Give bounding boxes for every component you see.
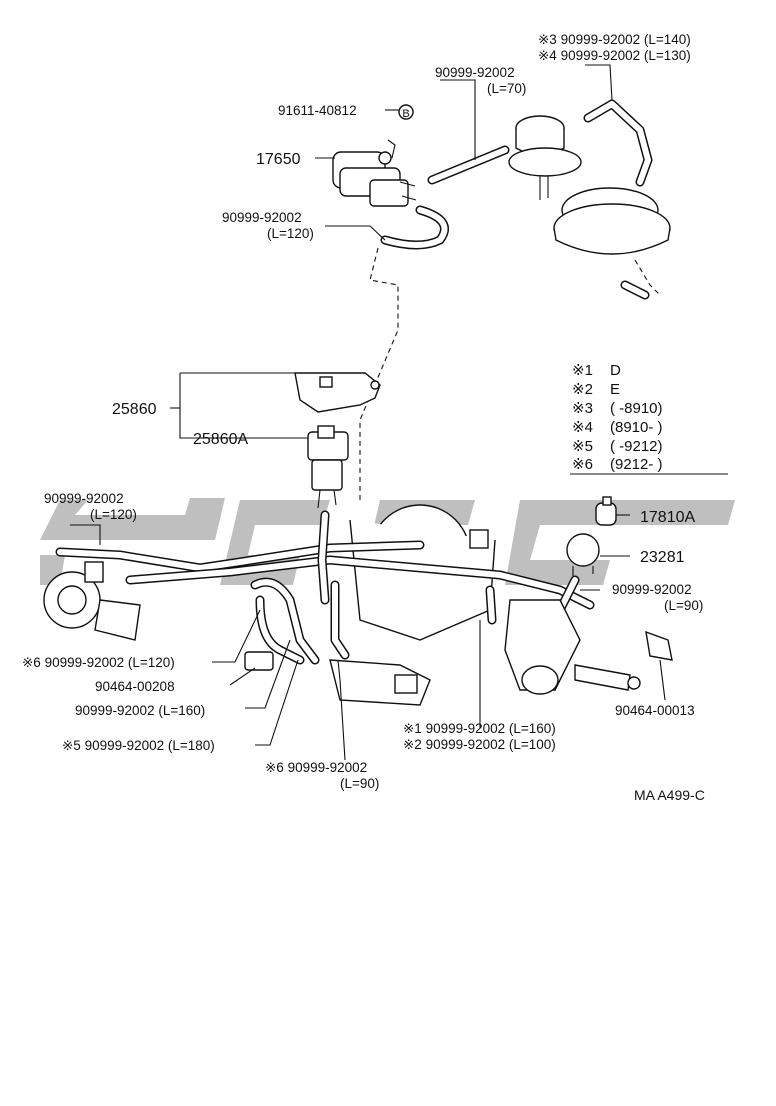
callout-letter: B	[402, 108, 409, 120]
note-mark-5: ※5	[572, 438, 593, 455]
note-mark-3: ※3	[572, 400, 593, 417]
leader-lines	[70, 64, 666, 761]
lower-engine-parts	[244, 599, 673, 706]
diagram-code: MA A499-C	[634, 787, 705, 803]
label-hose-120-top: 90999-92002	[222, 210, 302, 225]
upper-hoses	[380, 99, 653, 300]
vsv-25860A	[307, 425, 349, 509]
main-hose-run	[55, 510, 595, 665]
note-mark-4: ※4	[572, 419, 593, 436]
vacuum-actuators	[508, 115, 671, 296]
note-text-6: (9212- )	[610, 456, 663, 473]
label-hose-120-left: 90999-92002	[44, 491, 124, 506]
label-17810A: 17810A	[640, 509, 695, 526]
bracket-25860	[294, 372, 381, 413]
note-text-5: ( -9212)	[610, 438, 663, 455]
label-hose-180: ※5 90999-92002 (L=180)	[62, 738, 215, 753]
note-mark-2: ※2	[572, 381, 593, 398]
filter-23281	[566, 533, 600, 576]
note-mark-1: ※1	[572, 362, 593, 379]
label-hose-160: 90999-92002 (L=160)	[75, 703, 205, 718]
notes-legend: ※1 D ※2 E ※3 ( -8910) ※4 (8910- ) ※5 ( -…	[570, 362, 728, 475]
label-hose-160-s1: ※1 90999-92002 (L=160)	[403, 721, 556, 736]
connection-dash	[359, 247, 399, 500]
vsv-17650	[332, 139, 417, 207]
label-90464-00208: 90464-00208	[95, 679, 175, 694]
label-hose-90-s6-len: (L=90)	[340, 776, 379, 791]
label-25860A: 25860A	[193, 431, 248, 448]
label-hose-120-left-len: (L=120)	[90, 507, 137, 522]
note-mark-6: ※6	[572, 456, 593, 473]
label-hose-140: ※3 90999-92002 (L=140)	[538, 32, 691, 47]
throttle-body	[349, 504, 496, 641]
label-23281: 23281	[640, 549, 685, 566]
note-text-1: D	[610, 362, 621, 379]
label-hose-120-s6: ※6 90999-92002 (L=120)	[22, 655, 175, 670]
label-17650: 17650	[256, 151, 301, 168]
note-text-3: ( -8910)	[610, 400, 663, 417]
label-hose-90-right-len: (L=90)	[664, 598, 703, 613]
filter-17810A	[595, 496, 617, 526]
note-text-4: (8910- )	[610, 419, 663, 436]
label-hose-100-s2: ※2 90999-92002 (L=100)	[403, 737, 556, 752]
label-hose-70-len: (L=70)	[487, 81, 526, 96]
label-90464-00013: 90464-00013	[615, 703, 695, 718]
label-91611: 91611-40812	[278, 103, 357, 118]
left-pump	[43, 561, 141, 641]
label-hose-90-right: 90999-92002	[612, 582, 692, 597]
label-hose-130: ※4 90999-92002 (L=130)	[538, 48, 691, 63]
label-25860: 25860	[112, 401, 157, 418]
note-text-2: E	[610, 381, 620, 398]
label-hose-120-top-len: (L=120)	[267, 226, 314, 241]
label-hose-90-s6: ※6 90999-92002	[265, 760, 367, 775]
callout-circle-b	[398, 104, 414, 120]
label-hose-70: 90999-92002	[435, 65, 515, 80]
part-labels: ※3 90999-92002 (L=140) ※4 90999-92002 (L…	[22, 32, 703, 791]
